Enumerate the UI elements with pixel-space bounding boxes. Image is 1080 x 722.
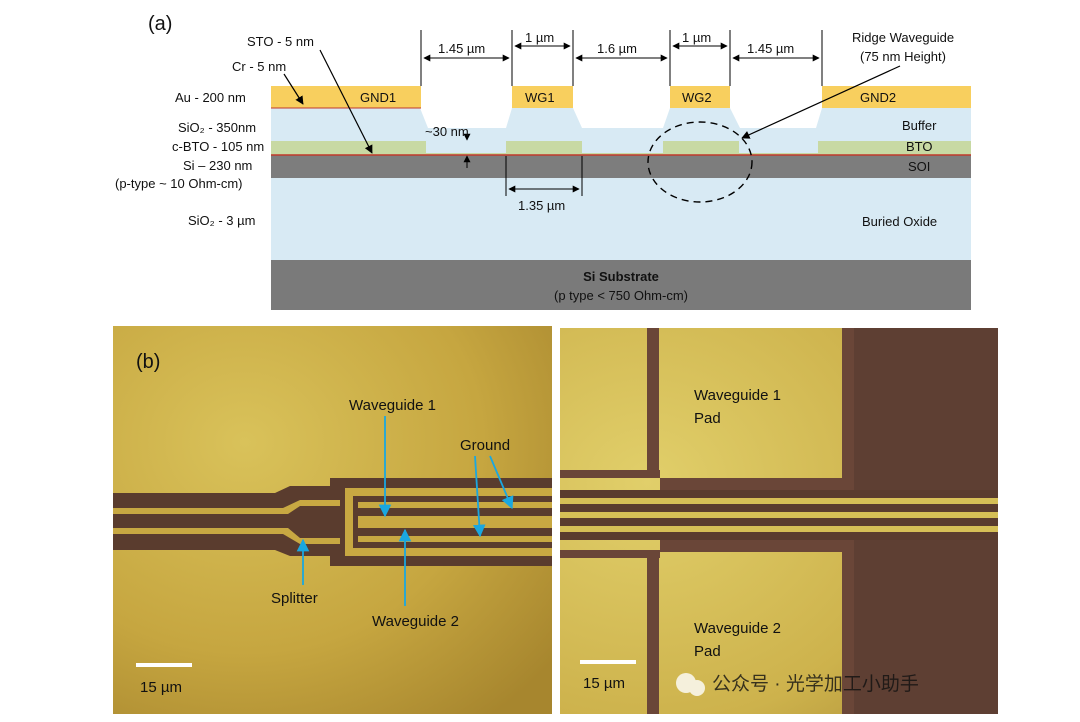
si-note-label: (p-type ~ 10 Ohm-cm) bbox=[115, 176, 243, 191]
track-lines-right bbox=[560, 498, 998, 532]
ridge-sub: (75 nm Height) bbox=[860, 49, 946, 64]
soi-label: SOI bbox=[908, 159, 930, 174]
panel-b-label: (b) bbox=[136, 351, 160, 373]
dim-gap1: 1.45 µm bbox=[438, 41, 485, 56]
buried-label: Buried Oxide bbox=[862, 214, 937, 229]
wg2-electrode bbox=[670, 86, 730, 108]
bto-label: BTO bbox=[906, 139, 933, 154]
si-label: Si – 230 nm bbox=[183, 158, 252, 173]
panel-b-left: (b) Waveguide 1 Ground Splitter Waveguid… bbox=[113, 326, 552, 714]
scale-label-right: 15 µm bbox=[583, 675, 625, 692]
buffer-label: Buffer bbox=[902, 118, 937, 133]
panel-b-right: Waveguide 1 Pad Waveguide 2 Pad 15 µm 公众… bbox=[560, 328, 998, 714]
splitter-trench bbox=[113, 478, 552, 566]
si-substrate-layer bbox=[271, 260, 971, 310]
ridge-highlight-ellipse bbox=[647, 121, 753, 203]
buffer-layer bbox=[271, 108, 971, 153]
sto-label: STO - 5 nm bbox=[247, 34, 314, 49]
pad1-line2: Pad bbox=[694, 410, 721, 427]
pad2-line2: Pad bbox=[694, 643, 721, 660]
cr-pointer bbox=[283, 73, 304, 105]
bto-ridge-wg2 bbox=[663, 141, 739, 153]
sto-pointer bbox=[319, 49, 373, 154]
au-label: Au - 200 nm bbox=[175, 90, 246, 105]
pad-trenches bbox=[560, 328, 856, 714]
gnd1-label: GND1 bbox=[360, 90, 396, 105]
gnd2-label: GND2 bbox=[860, 90, 896, 105]
bto-ridge-wg1 bbox=[506, 141, 582, 153]
soi-layer bbox=[271, 155, 971, 178]
panel-a-label: (a) bbox=[148, 13, 172, 35]
dim-gap2: 1.45 µm bbox=[747, 41, 794, 56]
gnd1-electrode bbox=[271, 86, 421, 108]
cbto-label: c-BTO - 105 nm bbox=[172, 139, 264, 154]
substrate-title: Si Substrate bbox=[583, 269, 659, 284]
sio2-label: SiO₂ - 350nm bbox=[178, 120, 256, 135]
scale-label-left: 15 µm bbox=[140, 679, 182, 696]
watermark-text: 公众号 · 光学加工小助手 bbox=[712, 673, 919, 695]
watermark: 公众号 · 光学加工小助手 bbox=[676, 673, 919, 696]
panel-a: (a) GND1 WG1 WG2 GND2 STO - 5 nm Cr - 5 … bbox=[115, 13, 971, 310]
bto-ridge-gnd1 bbox=[271, 141, 426, 153]
dim-thickness: ~30 nm bbox=[425, 124, 469, 139]
ridge-pointer bbox=[741, 65, 901, 139]
label-waveguide2: Waveguide 2 bbox=[372, 613, 459, 630]
dim-ridge-width: 1.35 µm bbox=[518, 198, 565, 213]
dim-w2: 1 µm bbox=[682, 30, 711, 45]
label-ground: Ground bbox=[460, 437, 510, 454]
dimension-lines bbox=[420, 30, 823, 196]
gnd2-electrode bbox=[822, 86, 971, 108]
wg1-label: WG1 bbox=[525, 90, 555, 105]
blue-arrows bbox=[296, 416, 514, 606]
pad2-line1: Waveguide 2 bbox=[694, 620, 781, 637]
dim-w1: 1 µm bbox=[525, 30, 554, 45]
substrate-note: (p type < 750 Ohm-cm) bbox=[554, 288, 688, 303]
box-label: SiO₂ - 3 µm bbox=[188, 213, 255, 228]
bto-ridge-gnd2 bbox=[818, 141, 971, 153]
scale-bar-left bbox=[136, 663, 192, 667]
label-splitter: Splitter bbox=[271, 590, 318, 607]
wg1-electrode bbox=[512, 86, 573, 108]
wg2-label: WG2 bbox=[682, 90, 712, 105]
ridge-title: Ridge Waveguide bbox=[852, 30, 954, 45]
dim-gap-mid: 1.6 µm bbox=[597, 41, 637, 56]
dark-ground-region-top bbox=[854, 328, 998, 490]
pad1-line1: Waveguide 1 bbox=[694, 387, 781, 404]
cr-label: Cr - 5 nm bbox=[232, 59, 286, 74]
dark-ground-region-bottom bbox=[854, 540, 998, 714]
buried-oxide-layer bbox=[271, 178, 971, 260]
label-waveguide1: Waveguide 1 bbox=[349, 397, 436, 414]
scale-bar-right bbox=[580, 660, 636, 664]
